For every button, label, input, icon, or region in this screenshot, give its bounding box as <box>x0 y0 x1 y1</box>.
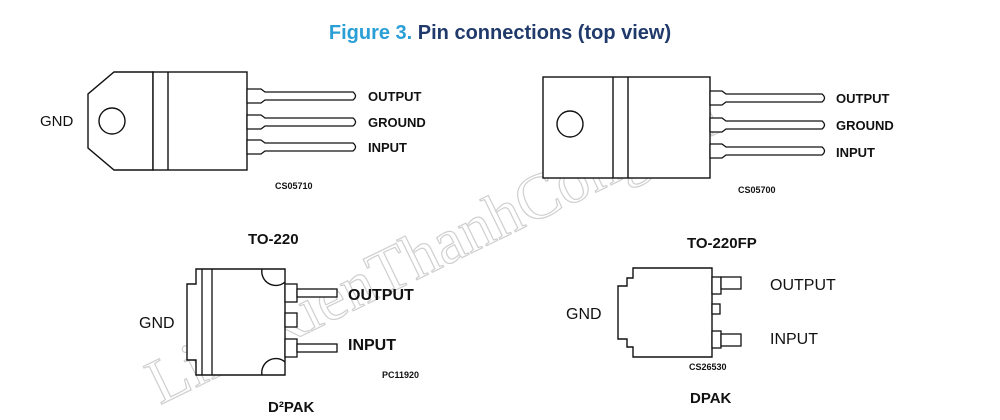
to220-pin-output: OUTPUT <box>368 89 422 104</box>
dpak-pin-input: INPUT <box>770 331 818 348</box>
to220fp-pin-input: INPUT <box>836 145 875 160</box>
d2pak-code: PC11920 <box>382 370 419 380</box>
dpak-body <box>617 267 713 358</box>
to220-pins <box>246 88 357 155</box>
to220fp-name: TO-220FP <box>687 235 757 252</box>
d2pak-name: D²PAK <box>268 399 315 416</box>
dpak-pins <box>711 276 742 349</box>
d2pak-pin-output: OUTPUT <box>348 287 414 304</box>
to220fp-pin-output: OUTPUT <box>836 91 890 106</box>
to220-gnd-label: GND <box>40 113 74 130</box>
d2pak-pins <box>284 283 338 358</box>
dpak-pin-output: OUTPUT <box>770 277 836 294</box>
figure-caption: Pin connections (top view) <box>417 22 672 44</box>
package-to220fp: OUTPUT GROUND INPUT CS05700 TO-220FP <box>542 76 894 252</box>
dpak-gnd-label: GND <box>566 306 602 323</box>
figure-title: Figure 3. Pin connections (top view) <box>0 22 1000 45</box>
dpak-name: DPAK <box>690 390 732 407</box>
figure-number: Figure 3. <box>328 22 413 44</box>
package-dpak: GND OUTPUT INPUT CS26530 DPAK <box>566 267 836 407</box>
to220-pin-ground: GROUND <box>368 115 426 130</box>
package-to220: GND OUTPUT GROUND INPUT CS05710 TO-220 <box>40 71 426 248</box>
dpak-code: CS26530 <box>689 362 727 372</box>
to220fp-pins <box>709 90 826 159</box>
to220-code: CS05710 <box>275 181 313 191</box>
to220-tab <box>87 71 154 171</box>
to220fp-pin-ground: GROUND <box>836 118 894 133</box>
d2pak-gnd-label: GND <box>139 315 175 332</box>
to220fp-code: CS05700 <box>738 185 776 195</box>
d2pak-pin-input: INPUT <box>348 337 396 354</box>
to220-body <box>152 71 248 171</box>
to220-name: TO-220 <box>248 231 299 248</box>
to220-pin-input: INPUT <box>368 140 407 155</box>
to220fp-mounting-hole <box>556 110 584 138</box>
package-d2pak: GND OUTPUT INPUT PC11920 D²PAK <box>139 268 419 416</box>
